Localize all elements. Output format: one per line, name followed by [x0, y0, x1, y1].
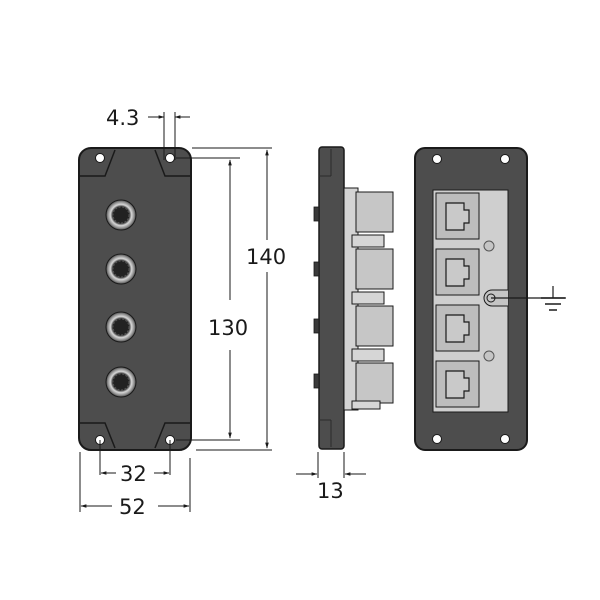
rj45-module-side-icon [351, 305, 394, 362]
dim-label-52: 52 [119, 495, 146, 519]
rj45-module-side-icon [351, 362, 394, 410]
rj45-port-icon [435, 192, 480, 240]
rj45-port-icon [435, 248, 480, 296]
side-housing [318, 146, 345, 450]
front-housing [78, 147, 192, 451]
screw-icon [483, 240, 495, 252]
rj45-port-icon [435, 304, 480, 352]
rj45-port-icon [435, 360, 480, 408]
m12-connector-icon [105, 311, 137, 343]
mounting-hole-icon [500, 434, 510, 444]
dimension-hole-spacing-vertical: 130 [176, 157, 255, 441]
dimension-overall-height: 140 [192, 147, 294, 451]
m12-connector-icon [105, 366, 137, 398]
dim-label-4-3: 4.3 [106, 106, 139, 130]
front-view [78, 147, 192, 451]
mounting-hole-icon [95, 153, 105, 163]
dim-label-140: 140 [246, 245, 286, 269]
dim-label-32: 32 [120, 462, 147, 486]
side-view [313, 146, 394, 450]
mounting-hole-icon [500, 154, 510, 164]
dimension-overall-width: 52 [79, 452, 191, 519]
rj45-module-side-icon [351, 248, 394, 305]
dim-label-13: 13 [317, 479, 344, 503]
rj45-module-side-icon [351, 191, 394, 248]
dim-label-130: 130 [208, 316, 248, 340]
mounting-hole-icon [165, 153, 175, 163]
ground-symbol-icon [491, 286, 566, 311]
dimension-hole-spacing-horizontal: 32 [99, 440, 171, 486]
mounting-hole-icon [432, 434, 442, 444]
dimension-hole-diameter: 4.3 [106, 106, 190, 160]
m12-connector-icon [105, 253, 137, 285]
m12-connector-icon [105, 199, 137, 231]
screw-icon [483, 350, 495, 362]
mounting-hole-icon [432, 154, 442, 164]
dimension-depth: 13 [296, 452, 366, 503]
rear-view [414, 147, 528, 451]
